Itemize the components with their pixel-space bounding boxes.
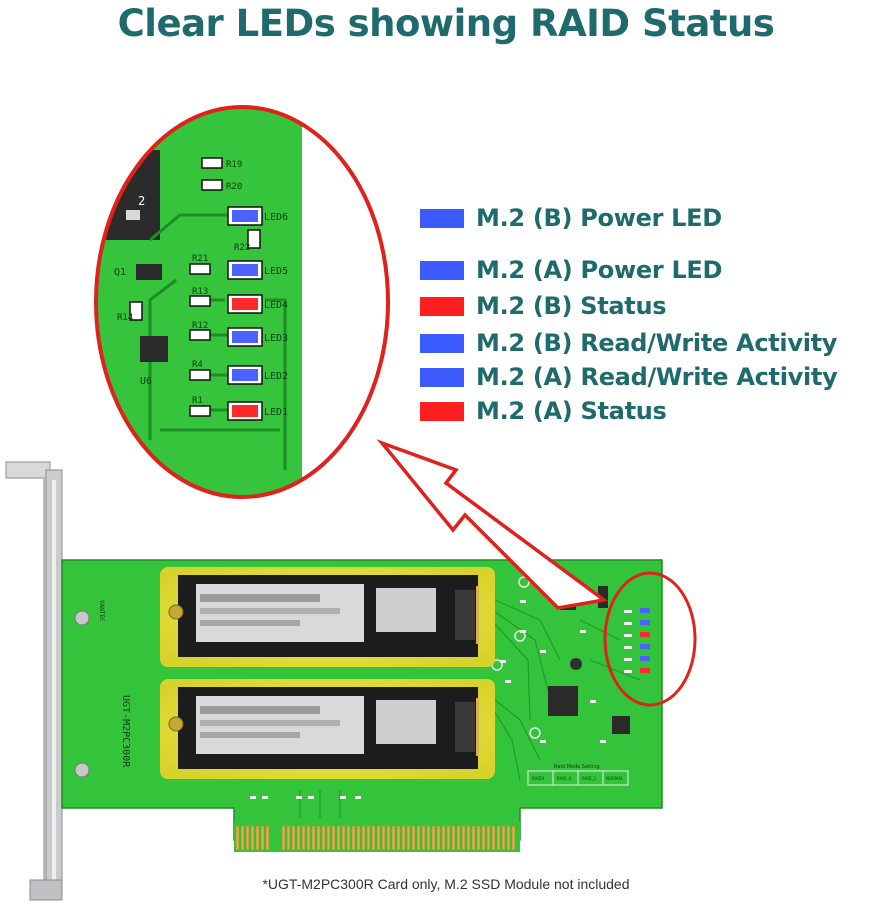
svg-text:R21: R21 — [192, 254, 208, 264]
pcie-gold-fingers — [234, 822, 520, 852]
card-model-text: UGT-M2PC300R — [120, 695, 131, 768]
legend-item-b-activity: M.2 (B) Read/Write Activity — [420, 329, 837, 357]
svg-text:R22: R22 — [234, 243, 250, 253]
card-brand-text: VANTEC — [98, 600, 105, 622]
svg-text:LED5: LED5 — [264, 266, 288, 277]
footnote: *UGT-M2PC300R Card only, M.2 SSD Module … — [262, 876, 630, 892]
zoom-led-1: LED1 — [227, 401, 288, 421]
legend-item-a-activity: M.2 (A) Read/Write Activity — [420, 363, 838, 391]
legend-label: M.2 (A) Power LED — [476, 256, 723, 284]
svg-text:LED1: LED1 — [264, 407, 288, 418]
zoom-led-5: LED5 — [227, 260, 288, 280]
legend-label: M.2 (B) Power LED — [476, 204, 722, 232]
svg-text:U6: U6 — [140, 376, 152, 387]
zoom-led-2: LED2 — [227, 365, 288, 385]
svg-text:LED4: LED4 — [264, 300, 288, 311]
zoom-led-3: LED3 — [227, 327, 288, 347]
pci-bracket — [5, 461, 63, 901]
zoom-led-6: LED6 — [227, 206, 288, 226]
legend-swatch — [420, 296, 464, 316]
legend-label: M.2 (A) Read/Write Activity — [476, 363, 838, 391]
svg-text:Q1: Q1 — [114, 267, 126, 278]
legend-swatch — [420, 401, 464, 421]
led-area-callout-ring — [603, 571, 697, 707]
svg-text:R19: R19 — [226, 160, 242, 170]
legend-item-a-status: M.2 (A) Status — [420, 397, 667, 425]
m2-ssd-slot-a — [160, 679, 495, 779]
svg-text:2: 2 — [138, 194, 145, 208]
page-title: Clear LEDs showing RAID Status — [117, 2, 775, 45]
svg-text:RAID_0: RAID_0 — [557, 776, 572, 781]
svg-text:LED6: LED6 — [264, 212, 288, 223]
led-zoom-circle: R19 R20 R21 R13 R12 R4 R1 R22 R14 Q1 U6 … — [94, 105, 390, 499]
legend-item-b-power: M.2 (B) Power LED — [420, 204, 722, 232]
svg-text:RAID_1: RAID_1 — [582, 776, 597, 781]
raid-mode-setting: Raid Mode Setting RAID0 RAID_0 RAID_1 NO… — [527, 764, 629, 786]
zoom-led-4: LED4 — [227, 294, 288, 314]
legend-swatch — [420, 333, 464, 353]
svg-text:LED2: LED2 — [264, 371, 288, 382]
svg-text:R1: R1 — [192, 396, 203, 406]
legend-item-b-status: M.2 (B) Status — [420, 292, 667, 320]
svg-text:LED3: LED3 — [264, 333, 288, 344]
legend-swatch — [420, 208, 464, 228]
legend-swatch — [420, 260, 464, 280]
legend-label: M.2 (A) Status — [476, 397, 667, 425]
svg-text:R12: R12 — [192, 321, 208, 331]
svg-text:NORMAL: NORMAL — [606, 776, 624, 781]
svg-text:R4: R4 — [192, 360, 203, 370]
legend-item-a-power: M.2 (A) Power LED — [420, 256, 722, 284]
svg-text:R20: R20 — [226, 182, 242, 192]
legend-label: M.2 (B) Read/Write Activity — [476, 329, 838, 357]
svg-text:RAID0: RAID0 — [532, 776, 545, 781]
svg-text:R13: R13 — [192, 287, 208, 297]
legend-label: M.2 (B) Status — [476, 292, 667, 320]
m2-ssd-slot-b — [160, 567, 495, 667]
svg-text:R14: R14 — [117, 313, 133, 323]
callout-arrow — [376, 439, 609, 610]
svg-text:Raid Mode Setting: Raid Mode Setting — [554, 764, 600, 770]
legend-swatch — [420, 367, 464, 387]
